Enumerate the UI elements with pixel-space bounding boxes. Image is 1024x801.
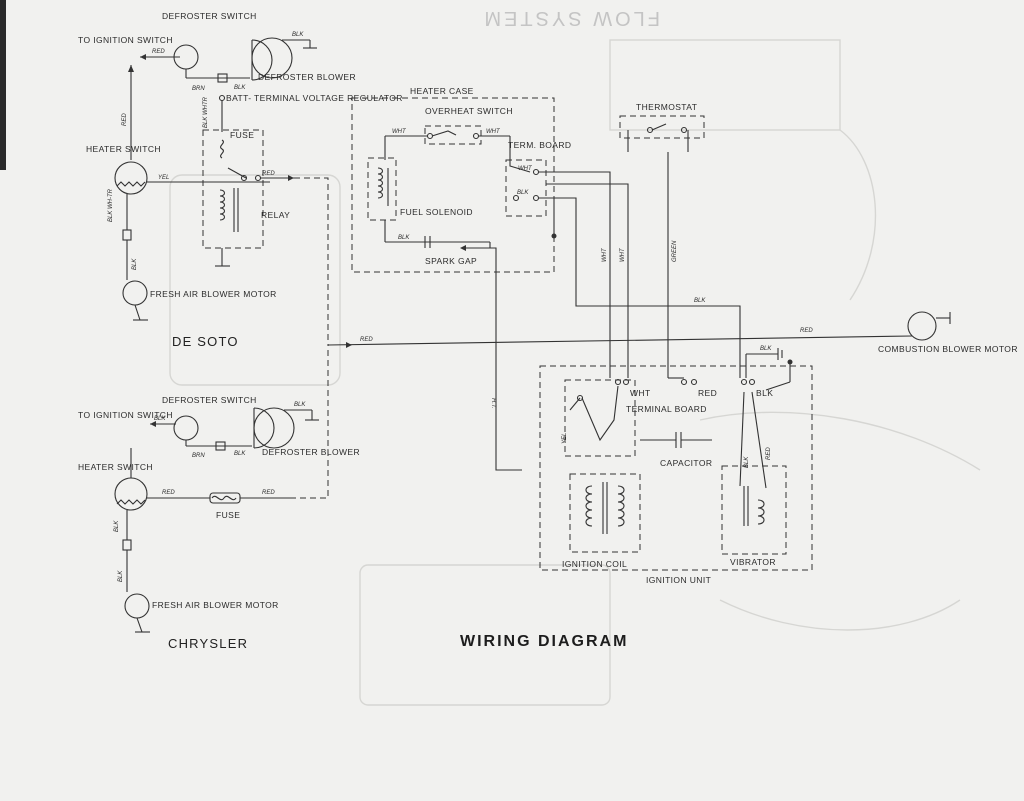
svg-text:GREEN: GREEN (672, 240, 678, 262)
terminal-board-label: TERMINAL BOARD (626, 404, 707, 414)
svg-text:BLK WHTR: BLK WHTR (203, 96, 209, 128)
svg-text:BLK: BLK (114, 520, 120, 532)
chrysler-fresh-air-motor (124, 593, 150, 619)
svg-text:WHT: WHT (486, 129, 501, 135)
svg-text:WHT: WHT (392, 129, 407, 135)
thermostat: THERMOSTAT GREEN BLK (619, 102, 706, 378)
svg-text:RED: RED (360, 337, 373, 343)
desoto-to-ignition-label: TO IGNITION SWITCH (78, 35, 173, 45)
svg-text:BLK: BLK (517, 190, 529, 196)
heater-case: HEATER CASE OVERHEAT SWITCH WHT WHT FUEL… (351, 86, 741, 471)
svg-text:BRN: BRN (192, 86, 205, 92)
svg-text:BLK: BLK (292, 32, 304, 38)
svg-text:BLK: BLK (118, 570, 124, 582)
svg-text:RED: RED (122, 113, 128, 126)
ignition-unit: BLK WHT RED BLK YEL TERMINAL BOARD CAP (539, 346, 813, 585)
chrysler-defroster-blower (253, 407, 295, 449)
svg-text:RED: RED (262, 490, 275, 496)
svg-text:WHT: WHT (620, 247, 626, 262)
svg-text:BLK: BLK (234, 85, 246, 91)
page-edge-shadow (0, 0, 6, 170)
thermostat-label: THERMOSTAT (636, 102, 697, 112)
overheat-switch-label: OVERHEAT SWITCH (425, 106, 513, 116)
desoto-heater-switch-label: HEATER SWITCH (86, 144, 161, 154)
vibrator-box (721, 465, 787, 555)
desoto-fuse-label: FUSE (230, 130, 254, 140)
desoto-defroster-switch-label: DEFROSTER SWITCH (162, 11, 257, 21)
svg-text:WHT: WHT (602, 247, 608, 262)
heater-case-box (351, 97, 555, 273)
heater-term-board (505, 159, 547, 217)
ignition-coil-label: IGNITION COIL (562, 559, 627, 569)
chrysler-fuse-label: FUSE (216, 510, 240, 520)
svg-text:RED: RED (800, 328, 813, 334)
term-board-label: TERM. BOARD (508, 140, 571, 150)
svg-text:RED: RED (698, 388, 717, 398)
chrysler-section-label: CHRYSLER (168, 636, 248, 651)
svg-text:YEL: YEL (562, 433, 568, 444)
svg-text:BLK: BLK (234, 451, 246, 457)
desoto-relay-label: RELAY (261, 210, 290, 220)
svg-text:RED: RED (766, 447, 772, 460)
ignition-unit-label: IGNITION UNIT (646, 575, 711, 585)
chrysler-fresh-air-motor-label: FRESH AIR BLOWER MOTOR (152, 600, 279, 610)
chrysler-to-ignition-label: TO IGNITION SWITCH (78, 410, 173, 420)
svg-text:BLK: BLK (756, 388, 773, 398)
desoto-section-label: DE SOTO (172, 334, 239, 349)
svg-text:RED: RED (162, 490, 175, 496)
chrysler-circuit: TO IGNITION SWITCH BLK DEFROSTER SWITCH … (78, 345, 360, 651)
combustion-blower: COMBUSTION BLOWER MOTOR (878, 311, 1018, 354)
terminal-strip: WHT RED BLK (614, 378, 773, 398)
combustion-blower-motor (907, 311, 937, 341)
svg-text:BLK: BLK (132, 258, 138, 270)
chrysler-heater-switch-label: HEATER SWITCH (78, 462, 153, 472)
diagram-title: WIRING DIAGRAM (460, 633, 628, 650)
svg-text:WHT: WHT (518, 166, 533, 172)
svg-text:BLK WH-TR: BLK WH-TR (108, 188, 114, 222)
desoto-defroster-blower (251, 37, 293, 79)
desoto-batt-terminal-label: BATT- TERMINAL VOLTAGE REGULATOR (226, 93, 403, 103)
vibrator-label: VIBRATOR (730, 557, 776, 567)
capacitor-label: CAPACITOR (660, 458, 712, 468)
desoto-circuit: TO IGNITION SWITCH RED DEFROSTER SWITCH … (78, 11, 403, 349)
svg-text:BLK: BLK (154, 416, 166, 422)
desoto-fresh-air-motor (122, 280, 148, 306)
desoto-fresh-air-motor-label: FRESH AIR BLOWER MOTOR (150, 289, 277, 299)
chrysler-defroster-switch (173, 415, 199, 441)
fuel-solenoid-label: FUEL SOLENOID (400, 207, 473, 217)
chrysler-defroster-switch-label: DEFROSTER SWITCH (162, 395, 257, 405)
svg-text:YEL: YEL (158, 175, 169, 181)
svg-text:BLK: BLK (398, 235, 410, 241)
chrysler-heater-switch (114, 477, 148, 511)
spark-gap-label: SPARK GAP (425, 256, 477, 266)
bleed-through-artwork: FLOW SYSTEM (169, 7, 981, 706)
thermostat-box (619, 115, 705, 139)
main-red-feed: RED RED (327, 328, 913, 348)
svg-text:BLK: BLK (760, 346, 772, 352)
svg-text:WHT: WHT (630, 388, 651, 398)
ignition-unit-box (539, 365, 813, 571)
desoto-defroster-blower-label: DEFROSTER BLOWER (258, 72, 356, 82)
bleed-through-title: FLOW SYSTEM (481, 7, 660, 29)
svg-text:BLK: BLK (694, 298, 706, 304)
svg-text:RED: RED (262, 171, 275, 177)
desoto-relay-box (202, 129, 264, 249)
chrysler-defroster-blower-label: DEFROSTER BLOWER (262, 447, 360, 457)
svg-text:H.T.: H.T. (490, 398, 496, 409)
desoto-heater-switch (114, 161, 148, 195)
svg-text:BLK: BLK (294, 402, 306, 408)
combustion-blower-label: COMBUSTION BLOWER MOTOR (878, 344, 1018, 354)
svg-text:BLK: BLK (744, 456, 750, 468)
heater-case-label: HEATER CASE (410, 86, 474, 96)
svg-text:RED: RED (152, 49, 165, 55)
svg-text:BRN: BRN (192, 453, 205, 459)
